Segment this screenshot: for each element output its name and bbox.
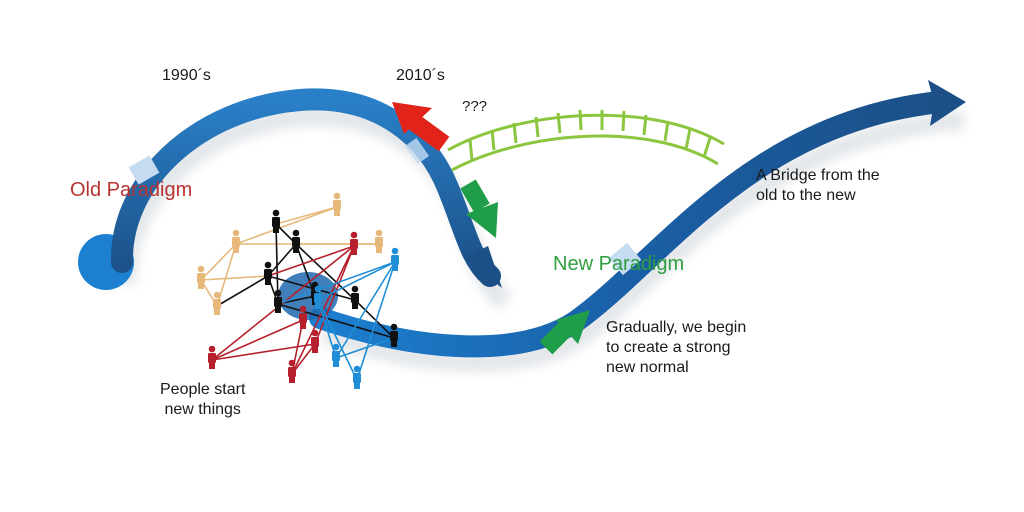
- label-people-line: People start: [160, 381, 246, 398]
- person-icon: [390, 323, 398, 347]
- network-link: [277, 261, 396, 305]
- person-icon: [391, 247, 399, 271]
- network-link: [317, 261, 396, 301]
- label-gradually: Gradually, we begin to create a strong n…: [606, 318, 746, 378]
- network-link: [335, 261, 396, 359]
- person-icon: [353, 365, 361, 389]
- network-link: [335, 337, 395, 359]
- label-people-line: new things: [164, 401, 241, 418]
- green-down-arrow: [460, 179, 498, 238]
- network-link: [277, 303, 395, 339]
- label-bridge: A Bridge from the old to the new: [756, 166, 880, 206]
- network-link: [211, 319, 304, 361]
- person-icon: [264, 261, 272, 285]
- network-link: [216, 275, 269, 307]
- person-icon: [274, 289, 282, 313]
- label-bridge-line: A Bridge from the: [756, 167, 880, 184]
- person-icon: [332, 343, 340, 367]
- person-icon: [333, 192, 341, 216]
- label-gradually-line: new normal: [606, 359, 689, 376]
- person-icon: [350, 231, 358, 255]
- red-back-arrow: [392, 102, 450, 152]
- network-link: [295, 243, 316, 297]
- person-icon: [208, 345, 216, 369]
- person-icon: [213, 291, 221, 315]
- label-2010s: 2010´s: [396, 67, 445, 84]
- person-icon: [299, 305, 307, 329]
- mid-highlight: [404, 137, 430, 165]
- bridge: [447, 109, 725, 172]
- label-1990s: 1990´s: [162, 67, 211, 84]
- people-network: [197, 192, 399, 389]
- network-link: [275, 206, 338, 225]
- green-forward-arrow: [539, 310, 590, 355]
- person-icon: [288, 359, 296, 383]
- person-icon: [272, 209, 280, 233]
- label-question: ???: [462, 98, 488, 115]
- person-icon: [197, 265, 205, 289]
- network-link: [267, 243, 297, 277]
- label-old-paradigm: Old Paradigm: [70, 179, 193, 201]
- new-paradigm-path: [309, 91, 951, 358]
- old-paradigm-highlight: [128, 155, 160, 185]
- label-gradually-line: Gradually, we begin: [606, 319, 747, 336]
- network-link: [295, 243, 356, 301]
- network-link: [200, 243, 237, 281]
- network-link: [200, 275, 269, 281]
- person-icon: [311, 329, 319, 353]
- network-link: [356, 261, 396, 381]
- final-arrowhead: [928, 80, 966, 126]
- label-people: People start new things: [160, 380, 245, 420]
- label-gradually-line: to create a strong: [606, 339, 731, 356]
- label-bridge-line: old to the new: [756, 187, 856, 204]
- person-icon: [232, 229, 240, 253]
- person-icon: [351, 285, 359, 309]
- dip-arrowhead: [464, 246, 502, 288]
- network-link: [354, 299, 395, 339]
- person-icon: [292, 229, 300, 253]
- person-icon: [314, 285, 322, 309]
- network-link: [314, 245, 355, 345]
- network-link: [317, 299, 358, 381]
- label-new-paradigm: New Paradigm: [553, 253, 685, 275]
- network-link: [267, 245, 355, 277]
- new-paradigm-highlight: [608, 242, 642, 276]
- person-icon: [375, 229, 383, 253]
- network-link: [235, 206, 338, 245]
